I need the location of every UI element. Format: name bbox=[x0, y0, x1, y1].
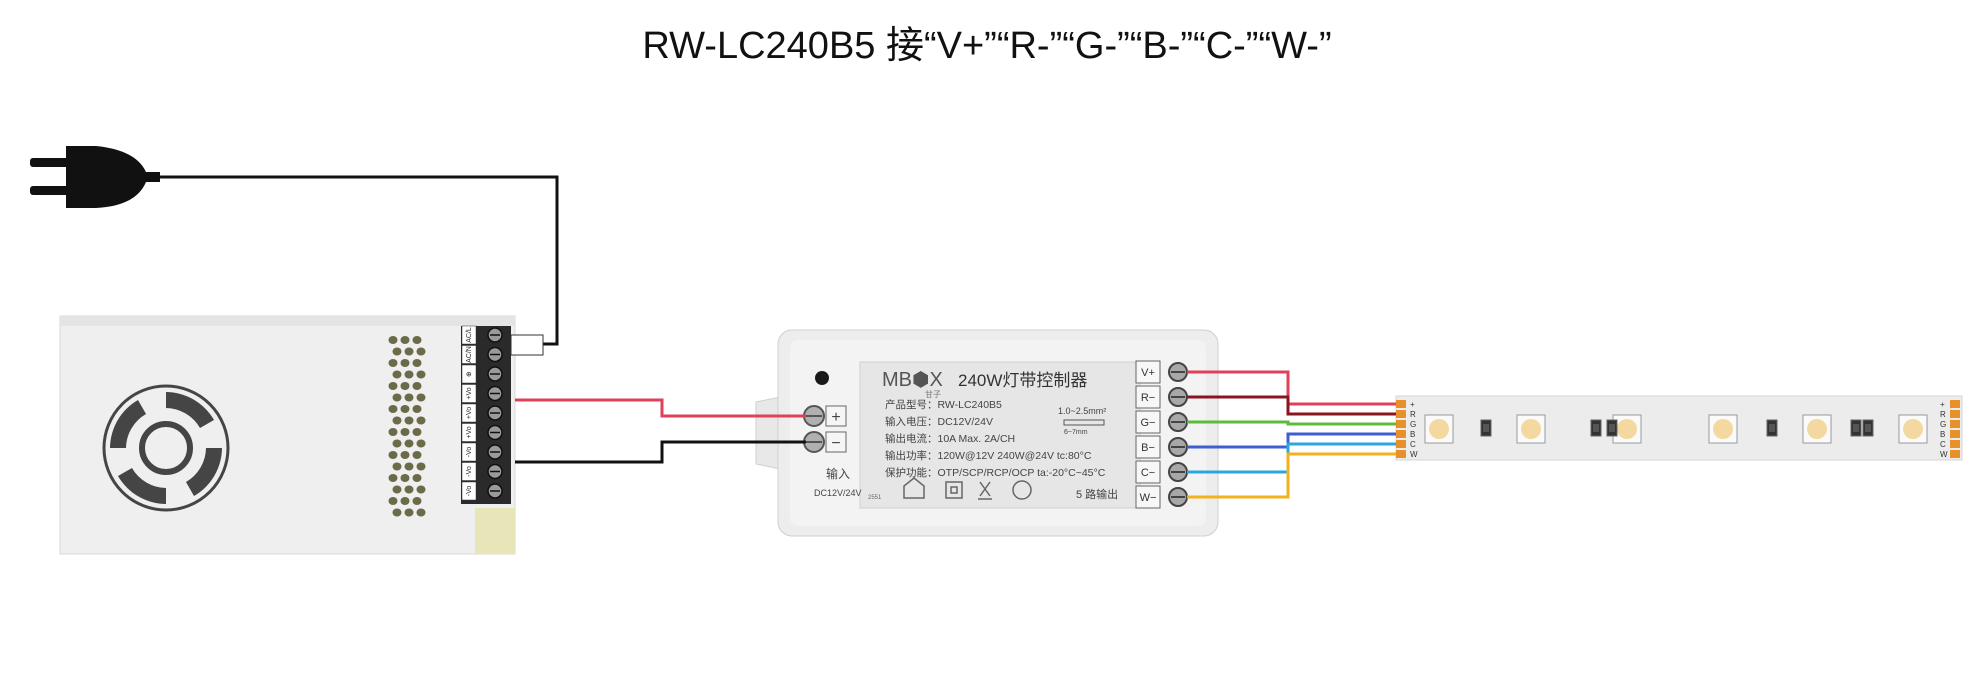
wire bbox=[1187, 452, 1396, 499]
strip-pin-label: C bbox=[1940, 440, 1946, 449]
wire-spec: 1.0~2.5mm² bbox=[1058, 406, 1106, 416]
psu-terminal-label: AC/N bbox=[466, 346, 473, 363]
strip-pin-label: W bbox=[1940, 450, 1948, 459]
spec-line: 输入电压：DC12V/24V bbox=[885, 415, 993, 428]
wire bbox=[515, 440, 806, 464]
serial-number: 2551 bbox=[868, 495, 882, 501]
strip-pin-label: R bbox=[1940, 410, 1946, 419]
input-plus-label: + bbox=[831, 409, 840, 426]
output-terminal-label: C− bbox=[1141, 467, 1155, 479]
psu-terminal-label: -Vo bbox=[466, 447, 473, 458]
spec-line: 输出功率：120W@12V 240W@24V tc:80°C bbox=[885, 449, 1092, 462]
wire bbox=[1187, 395, 1396, 416]
strip-leds bbox=[1424, 414, 1928, 444]
certification-icons bbox=[903, 477, 1032, 500]
wire bbox=[515, 398, 806, 418]
psu-terminal-label: -Vo bbox=[466, 486, 473, 497]
strip-pin-label: + bbox=[1410, 400, 1415, 409]
input-label: 输入 bbox=[826, 466, 850, 481]
psu-terminal-label: +Vo bbox=[466, 426, 473, 438]
spec-line: 保护功能：OTP/SCP/RCP/OCP ta:-20°C~45°C bbox=[885, 466, 1106, 479]
strip-pin-label: C bbox=[1410, 440, 1416, 449]
mains-cable bbox=[158, 175, 559, 346]
output-terminal-label: B− bbox=[1141, 442, 1155, 454]
psu-terminal-label: AC/L bbox=[466, 327, 473, 343]
strip-pin-label: B bbox=[1410, 430, 1415, 439]
strip-pin-label: G bbox=[1410, 420, 1416, 429]
controller: MB⬢X 甘子 240W灯带控制器 产品型号：RW-LC240B5 输入电压：DC… bbox=[755, 329, 1219, 537]
output-terminal-label: R− bbox=[1141, 392, 1155, 404]
strip-pin-label: W bbox=[1410, 450, 1418, 459]
strip-pin-label: + bbox=[1940, 400, 1945, 409]
status-led bbox=[815, 371, 829, 385]
power-plug-icon bbox=[30, 146, 160, 208]
wire-strip-icon bbox=[1063, 419, 1105, 426]
spec-lines: 产品型号：RW-LC240B5 输入电压：DC12V/24V 输出电流：10A Ma… bbox=[885, 398, 1106, 479]
input-voltage: DC12V/24V bbox=[814, 488, 862, 498]
power-supply: AC/L AC/N ⊕ +Vo +Vo +Vo -Vo -Vo -Vo bbox=[59, 315, 544, 555]
brand-subtitle: 甘子 bbox=[925, 389, 941, 399]
controller-output-terminals: V+ R− G− B− C− W− bbox=[1135, 360, 1188, 509]
strip-pin-label: G bbox=[1940, 420, 1946, 429]
strip-pin-label: B bbox=[1940, 430, 1945, 439]
wire bbox=[1187, 370, 1396, 406]
psu-terminal-label: +Vo bbox=[466, 387, 473, 399]
output-label: 5 路输出 bbox=[1076, 487, 1118, 501]
wire bbox=[1187, 420, 1396, 426]
controller-name: 240W灯带控制器 bbox=[958, 371, 1087, 390]
output-terminal-label: G− bbox=[1141, 417, 1156, 429]
spec-line: 产品型号：RW-LC240B5 bbox=[885, 398, 1002, 411]
output-terminal-label: W− bbox=[1140, 492, 1157, 504]
wire bbox=[1187, 432, 1396, 449]
vent-holes bbox=[388, 336, 426, 517]
brand-logo: MB⬢X bbox=[882, 369, 943, 391]
spec-line: 输出电流：10A Max. 2A/CH bbox=[885, 432, 1015, 445]
psu-terminal-label: ⊕ bbox=[466, 371, 473, 377]
strip-pin-label: R bbox=[1410, 410, 1416, 419]
psu-terminal-label: +Vo bbox=[466, 407, 473, 419]
fan-grille-icon bbox=[102, 384, 230, 512]
diagram-title: RW-LC240B5 接“V+”“R-”“G-”“B-”“C-”“W-” bbox=[642, 25, 1332, 67]
output-terminal-label: V+ bbox=[1141, 367, 1155, 379]
psu-terminal-block: AC/L AC/N ⊕ +Vo +Vo +Vo -Vo -Vo -Vo bbox=[461, 325, 544, 501]
wires bbox=[515, 370, 1396, 499]
strip-length: 6~7mm bbox=[1064, 429, 1088, 436]
psu-terminal-label: -Vo bbox=[466, 466, 473, 477]
input-minus-label: − bbox=[831, 435, 840, 452]
